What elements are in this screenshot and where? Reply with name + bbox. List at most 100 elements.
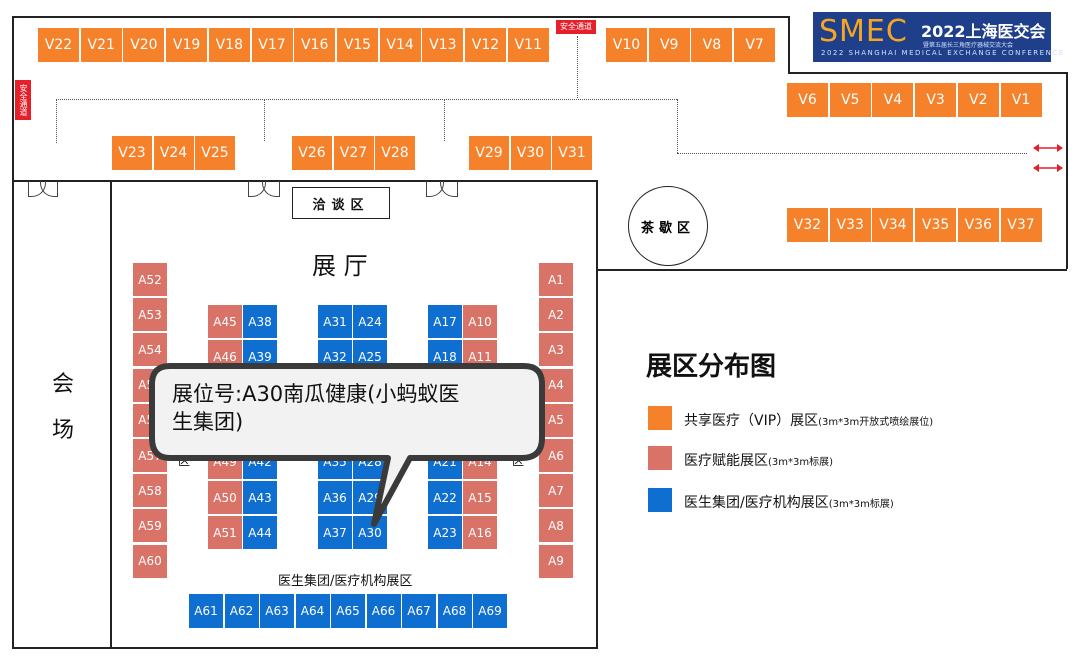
booth-v24[interactable]: V24 — [153, 136, 194, 170]
booth-v32[interactable]: V32 — [787, 208, 828, 242]
booth-v3[interactable]: V3 — [915, 83, 957, 117]
booth-v16[interactable]: V16 — [294, 28, 336, 62]
booth-a38[interactable]: A38 — [243, 305, 277, 338]
callout-line-2: 生集团) — [172, 410, 244, 434]
booth-a62[interactable]: A62 — [224, 594, 259, 628]
callout-bubble-shape — [149, 363, 545, 527]
door-icon — [262, 181, 280, 197]
legend-swatch-medical — [648, 446, 672, 470]
emergency-exit-sign-vertical: 安全通道 — [15, 80, 31, 120]
booth-a31[interactable]: A31 — [318, 305, 352, 338]
door-icon — [440, 181, 458, 197]
booth-v2[interactable]: V2 — [957, 83, 999, 117]
legend-item-vip: 共享医疗（VIP）展区(3m*3m开放式喷绘展位) — [684, 410, 933, 430]
legend-label: 共享医疗（VIP）展区 — [684, 413, 819, 429]
booth-a2[interactable]: A2 — [539, 298, 573, 332]
legend-item-medical: 医疗赋能展区(3m*3m标展) — [684, 450, 833, 470]
legend-label: 医疗赋能展区 — [684, 453, 768, 469]
exit-label: 安全通道 — [19, 84, 28, 116]
booth-a43[interactable]: A43 — [243, 481, 277, 514]
booth-v33[interactable]: V33 — [829, 208, 871, 242]
booth-v23[interactable]: V23 — [112, 136, 152, 170]
booth-v30[interactable]: V30 — [510, 136, 551, 170]
booth-v26[interactable]: V26 — [292, 136, 332, 170]
booth-a64[interactable]: A64 — [295, 594, 330, 628]
booth-v37[interactable]: V37 — [1000, 208, 1042, 242]
booth-v28[interactable]: V28 — [375, 136, 415, 170]
booth-v4[interactable]: V4 — [872, 83, 914, 117]
booth-v31[interactable]: V31 — [552, 136, 592, 170]
booth-a36[interactable]: A36 — [318, 481, 352, 514]
booth-a58[interactable]: A58 — [133, 474, 167, 508]
tea-break-label: 茶歇区 — [640, 220, 695, 236]
booth-v19[interactable]: V19 — [166, 28, 208, 62]
legend-label: 医生集团/医疗机构展区 — [684, 495, 829, 511]
legend-title: 展区分布图 — [646, 352, 777, 382]
booth-a1[interactable]: A1 — [539, 263, 573, 296]
booth-a67[interactable]: A67 — [402, 594, 436, 628]
emergency-exit-sign: 安全通道 — [556, 20, 596, 34]
booth-v14[interactable]: V14 — [379, 28, 421, 62]
booth-v18[interactable]: V18 — [208, 28, 250, 62]
booth-a8[interactable]: A8 — [539, 509, 573, 543]
callout-text: 展位号:A30南瓜健康(小蚂蚁医 生集团) — [172, 380, 532, 436]
booth-v35[interactable]: V35 — [915, 208, 957, 242]
booth-a60[interactable]: A60 — [133, 544, 167, 578]
booth-a22[interactable]: A22 — [428, 481, 462, 514]
venue-label-top: 会 — [52, 372, 75, 397]
booth-a17[interactable]: A17 — [428, 305, 462, 338]
booth-v36[interactable]: V36 — [957, 208, 999, 242]
booth-v27[interactable]: V27 — [333, 136, 374, 170]
booth-a61[interactable]: A61 — [189, 594, 223, 628]
booth-a15[interactable]: A15 — [463, 481, 497, 514]
booth-a7[interactable]: A7 — [539, 474, 573, 508]
booth-v22[interactable]: V22 — [38, 28, 79, 62]
logo-mark: SMEC — [819, 14, 908, 49]
booth-v17[interactable]: V17 — [251, 28, 293, 62]
booth-v21[interactable]: V21 — [80, 28, 122, 62]
booth-a52[interactable]: A52 — [133, 263, 167, 296]
booth-a45[interactable]: A45 — [208, 305, 242, 338]
booth-v9[interactable]: V9 — [648, 28, 690, 62]
booth-a51[interactable]: A51 — [208, 516, 242, 550]
booth-a24[interactable]: A24 — [353, 305, 387, 338]
booth-a54[interactable]: A54 — [133, 333, 167, 367]
booth-v6[interactable]: V6 — [787, 83, 828, 117]
booth-a9[interactable]: A9 — [539, 544, 573, 578]
booth-v11[interactable]: V11 — [507, 28, 549, 62]
booth-v25[interactable]: V25 — [195, 136, 235, 170]
booth-a65[interactable]: A65 — [331, 594, 365, 628]
booth-a53[interactable]: A53 — [133, 298, 167, 332]
logo-subtitle: 暨第五届长三角医疗器械交流大会 — [923, 42, 1014, 49]
booth-v7[interactable]: V7 — [734, 28, 776, 62]
hall-title: 展 厅 — [312, 252, 368, 280]
booth-a3[interactable]: A3 — [539, 333, 573, 367]
booth-v15[interactable]: V15 — [336, 28, 378, 62]
tea-break-zone: 茶歇区 — [628, 186, 708, 266]
booth-v1[interactable]: V1 — [1000, 83, 1042, 117]
booth-a10[interactable]: A10 — [463, 305, 497, 338]
booth-a59[interactable]: A59 — [133, 509, 167, 543]
booth-v34[interactable]: V34 — [872, 208, 914, 242]
booth-v29[interactable]: V29 — [469, 136, 509, 170]
logo-english: 2022 SHANGHAI MEDICAL EXCHANGE CONFERENC… — [821, 49, 1065, 57]
booth-a44[interactable]: A44 — [243, 516, 277, 550]
booth-v8[interactable]: V8 — [691, 28, 733, 62]
booth-a16[interactable]: A16 — [463, 516, 497, 550]
booth-a63[interactable]: A63 — [260, 594, 294, 628]
booth-v5[interactable]: V5 — [829, 83, 871, 117]
double-arrow-icon — [1033, 138, 1063, 157]
booth-v10[interactable]: V10 — [606, 28, 647, 62]
booth-v13[interactable]: V13 — [422, 28, 464, 62]
legend-swatch-vip — [648, 406, 672, 430]
booth-a68[interactable]: A68 — [437, 594, 472, 628]
booth-a30[interactable]: A30 — [353, 516, 387, 550]
booth-a66[interactable]: A66 — [366, 594, 401, 628]
booth-a69[interactable]: A69 — [473, 594, 507, 628]
booth-a50[interactable]: A50 — [208, 481, 242, 514]
booth-a23[interactable]: A23 — [428, 516, 462, 550]
booth-v12[interactable]: V12 — [465, 28, 506, 62]
booth-a37[interactable]: A37 — [318, 516, 352, 550]
booth-a6[interactable]: A6 — [539, 439, 573, 472]
booth-v20[interactable]: V20 — [123, 28, 165, 62]
